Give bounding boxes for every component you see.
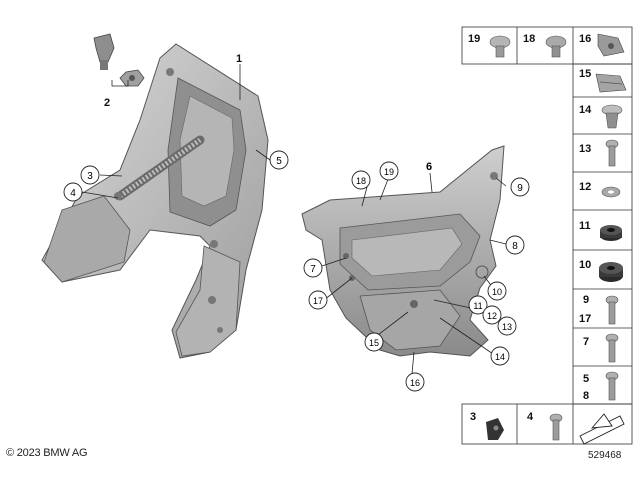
- screw-7-icon: [605, 333, 619, 363]
- callout-19: 19: [384, 167, 394, 177]
- screw-nut-part: [93, 33, 145, 87]
- callout-10-marker: 10: [487, 281, 507, 301]
- callout-13-marker: 13: [497, 316, 517, 336]
- callout-10: 10: [492, 287, 502, 297]
- callout-7-marker: 7: [303, 258, 323, 278]
- legend-label-8: 8: [583, 390, 589, 402]
- rivet-14-icon: [601, 104, 623, 129]
- clip-3-icon: [486, 418, 504, 440]
- grommet-10-icon: [599, 262, 623, 282]
- legend-label-7: 7: [583, 336, 589, 348]
- callout-1: 1: [236, 53, 242, 65]
- callout-18-marker: 18: [351, 170, 371, 190]
- callout-17: 17: [313, 296, 323, 306]
- legend-part-icons: [486, 33, 627, 445]
- callout-9-marker: 9: [510, 177, 530, 197]
- callout-15-marker: 15: [364, 332, 384, 352]
- callout-11: 11: [473, 301, 482, 311]
- callout-13: 13: [502, 322, 512, 332]
- callout-8: 8: [512, 241, 518, 252]
- callout-12-marker: 12: [482, 305, 502, 325]
- callout-7: 7: [310, 264, 316, 275]
- legend-label-18: 18: [523, 33, 535, 45]
- washer-12-icon: [601, 186, 621, 198]
- callout-2: 2: [104, 97, 110, 109]
- callout-14: 14: [495, 352, 505, 362]
- clip-18-icon: [545, 35, 567, 58]
- callout-9: 9: [517, 183, 523, 194]
- diagram-id: 529468: [588, 450, 622, 461]
- legend-label-11: 11: [579, 220, 591, 232]
- screw-4-icon: [549, 413, 563, 441]
- leader-lines: [81, 64, 507, 375]
- copyright-text: © 2023 BMW AG: [6, 447, 88, 459]
- parts-legend: [461, 26, 633, 445]
- legend-label-3: 3: [470, 411, 476, 423]
- callout-19-marker: 19: [379, 161, 399, 181]
- callout-12: 12: [487, 311, 497, 321]
- callout-18: 18: [356, 176, 366, 186]
- callout-16: 16: [410, 378, 420, 388]
- legend-label-15: 15: [579, 68, 591, 80]
- legend-label-10: 10: [579, 259, 591, 271]
- callout-6: 6: [426, 161, 432, 173]
- arrow-symbol-icon: [579, 413, 625, 445]
- legend-label-16: 16: [579, 33, 591, 45]
- callout-3: 3: [87, 171, 93, 182]
- callout-group: 1 2: [104, 53, 242, 109]
- callout-8-marker: 8: [505, 235, 525, 255]
- callout-14-marker: 14: [490, 346, 510, 366]
- clip-15-icon: [595, 73, 627, 93]
- legend-label-17: 17: [579, 313, 591, 325]
- callout-4-marker: 4: [63, 182, 83, 202]
- screw-5-icon: [605, 371, 619, 401]
- callout-5: 5: [276, 156, 282, 167]
- legend-label-14: 14: [579, 104, 592, 116]
- callout-4: 4: [70, 188, 76, 199]
- legend-label-9: 9: [583, 294, 589, 306]
- callout-5-marker: 5: [269, 150, 289, 170]
- legend-label-4: 4: [527, 411, 534, 423]
- callout-16-marker: 16: [405, 372, 425, 392]
- legend-label-12: 12: [579, 181, 591, 193]
- callout-17-marker: 17: [308, 290, 328, 310]
- legend-label-19: 19: [468, 33, 480, 45]
- legend-label-13: 13: [579, 143, 591, 155]
- callout-11-marker: 11: [468, 295, 488, 315]
- grommet-11-icon: [600, 225, 622, 241]
- nut-clip-16-icon: [597, 33, 625, 57]
- legend-labels: 19 18 16 15 14 13 12 11 10 9 17 7 5 8 3 …: [468, 33, 592, 423]
- callout-3-marker: 3: [80, 165, 100, 185]
- callout-15: 15: [369, 338, 379, 348]
- circled-callouts: 3 4 5 6 7 8 9 10 11: [63, 150, 530, 392]
- mounting-bracket-part: [301, 145, 505, 357]
- screw-13-icon: [605, 139, 619, 167]
- clip-19-icon: [489, 35, 511, 58]
- legend-label-5: 5: [583, 373, 589, 385]
- pedal-bracket-part: [41, 43, 269, 359]
- screw-9-icon: [605, 295, 619, 325]
